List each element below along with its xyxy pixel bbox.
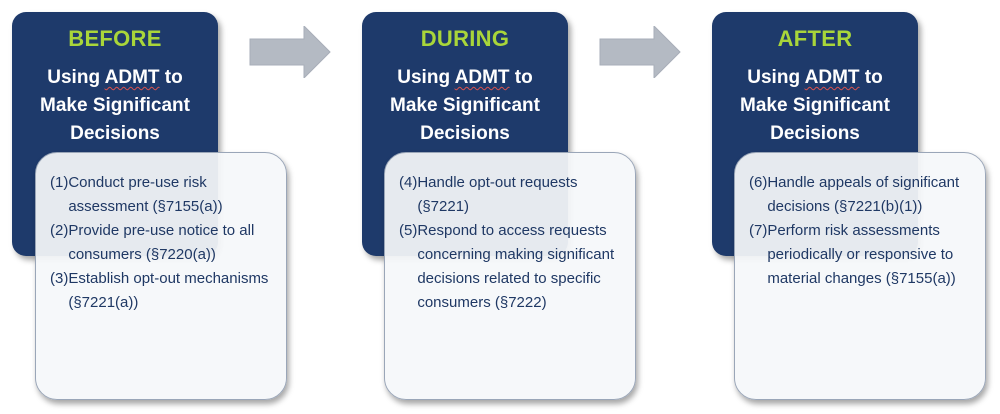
list-item: (2)Provide pre-use notice to all consume… [50, 222, 255, 263]
after-detail-card: (6)Handle appeals of significant decisio… [734, 152, 986, 400]
list-item: (1)Conduct pre-use risk assessment (§715… [50, 174, 223, 215]
admt-term: ADMT [804, 67, 860, 88]
before-detail-card: (1)Conduct pre-use risk assessment (§715… [35, 152, 287, 400]
right-arrow-icon [599, 26, 681, 78]
during-item-list: (4)Handle opt-out requests (§7221) (5)Re… [399, 171, 625, 315]
list-item: (7)Perform risk assessments periodically… [749, 222, 956, 287]
admt-term: ADMT [104, 67, 160, 88]
list-item: (3)Establish opt-out mechanisms (§7221(a… [50, 270, 269, 311]
after-item-list: (6)Handle appeals of significant decisio… [749, 171, 975, 291]
phase-subtitle: Using ADMT to Make Significant Decisions [740, 67, 890, 144]
right-arrow-icon [249, 26, 331, 78]
admt-term: ADMT [454, 67, 510, 88]
phase-title: DURING [420, 26, 510, 51]
phase-subtitle: Using ADMT to Make Significant Decisions [40, 67, 190, 144]
list-item: (6)Handle appeals of significant decisio… [749, 174, 960, 215]
during-detail-card: (4)Handle opt-out requests (§7221) (5)Re… [384, 152, 636, 400]
phase-subtitle: Using ADMT to Make Significant Decisions [390, 67, 540, 144]
list-item: (5)Respond to access requests concerning… [399, 222, 615, 311]
list-item: (4)Handle opt-out requests (§7221) [399, 174, 578, 215]
phase-title: AFTER [777, 26, 853, 51]
before-item-list: (1)Conduct pre-use risk assessment (§715… [50, 171, 276, 315]
phase-title: BEFORE [68, 26, 162, 51]
